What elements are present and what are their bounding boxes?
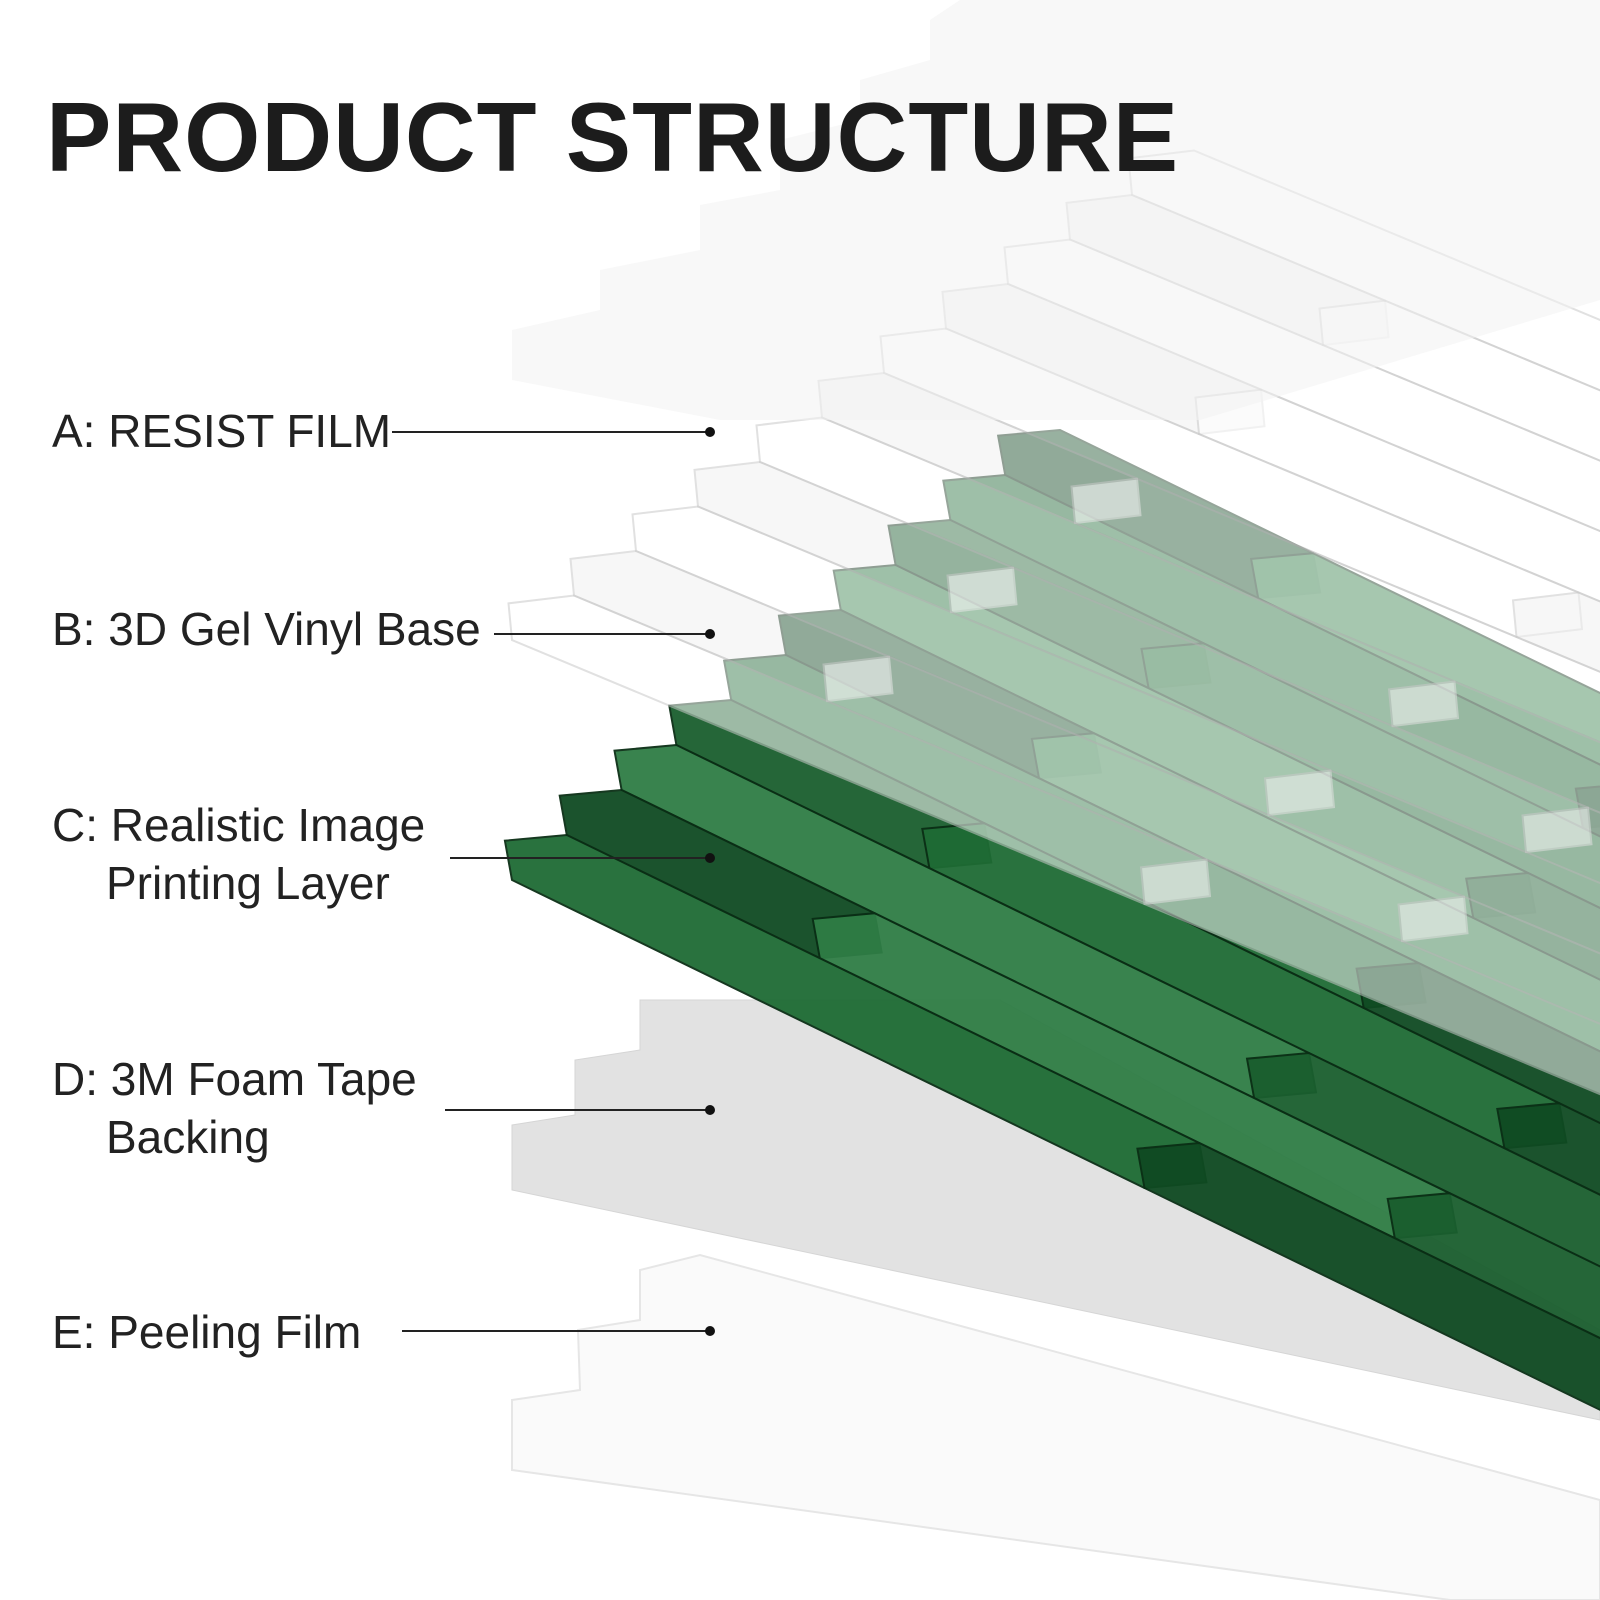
resist-film-layer bbox=[512, 0, 1600, 420]
label-peeling-film: E: Peeling Film bbox=[52, 1306, 362, 1358]
printing-tile bbox=[1136, 1141, 1600, 1411]
gel-tile bbox=[1397, 895, 1600, 1025]
printing-tile bbox=[1496, 1102, 1600, 1196]
leader-dot-b bbox=[705, 629, 715, 639]
gel-tile bbox=[1070, 477, 1600, 744]
leader-line-e bbox=[402, 1330, 710, 1332]
gel-tile bbox=[1521, 806, 1600, 885]
label-gel-vinyl-base: B: 3D Gel Vinyl Base bbox=[52, 603, 481, 655]
gel-tile bbox=[1511, 591, 1600, 673]
peeling-film-layer bbox=[511, 1253, 1600, 1600]
leader-line-c bbox=[450, 857, 710, 859]
leader-dot-e bbox=[705, 1326, 715, 1336]
leader-line-d bbox=[445, 1109, 710, 1111]
printing-tile bbox=[1386, 1192, 1600, 1340]
gel-tile bbox=[1139, 858, 1600, 1096]
leader-line-b bbox=[494, 633, 710, 635]
resist-film-shape bbox=[512, 0, 1600, 420]
printing-tile bbox=[1245, 1051, 1600, 1268]
gel-tile bbox=[1263, 769, 1600, 955]
leader-dot-d bbox=[705, 1105, 715, 1115]
page-title: PRODUCT STRUCTURE bbox=[46, 82, 1180, 192]
gel-tile bbox=[1387, 680, 1600, 814]
leader-line-a bbox=[392, 431, 710, 433]
leader-dot-c bbox=[705, 853, 715, 863]
leader-dot-a bbox=[705, 427, 715, 437]
label-resist-film: A: RESIST FILM bbox=[52, 405, 392, 457]
peeling-film-shape bbox=[511, 1253, 1600, 1600]
